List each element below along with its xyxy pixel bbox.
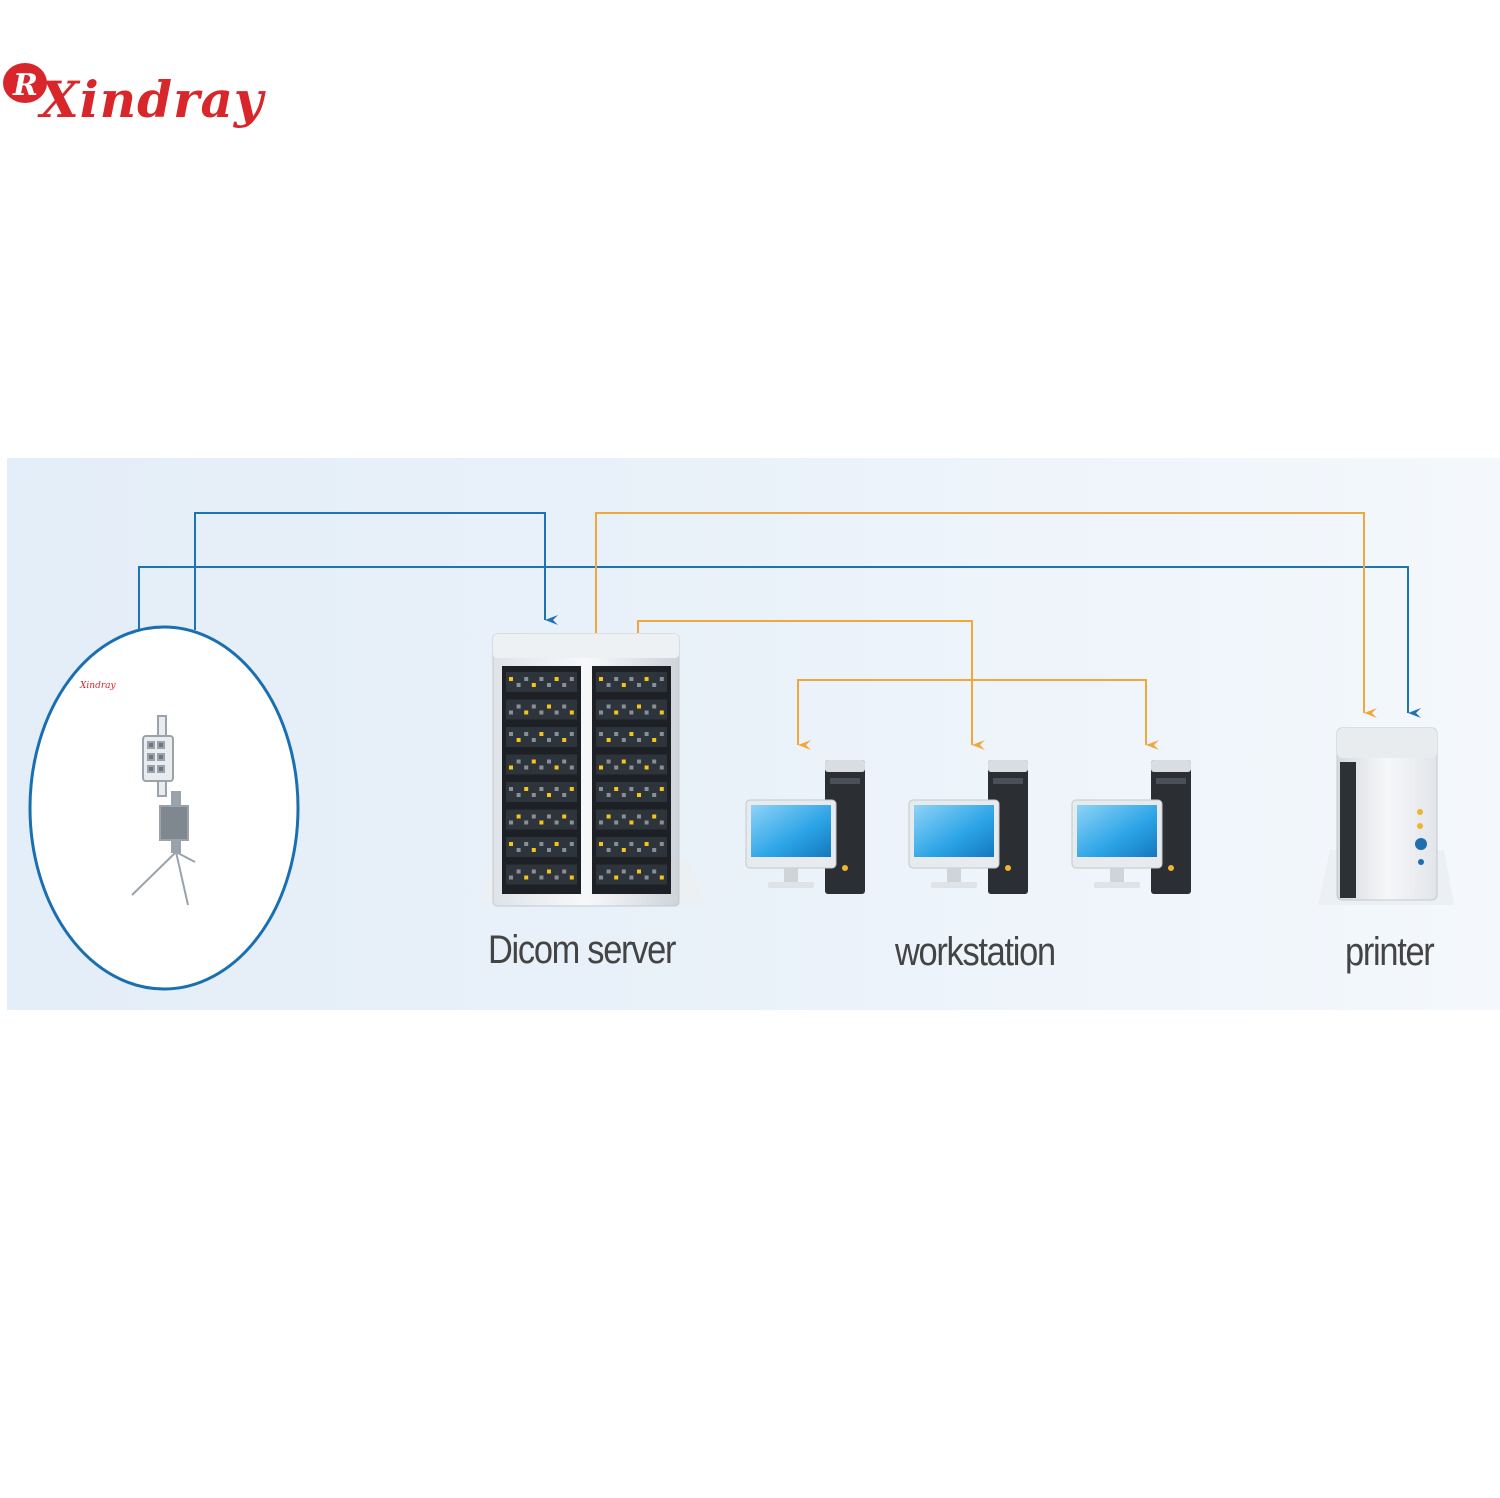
desktop-computer-icon <box>745 760 865 894</box>
logo-mark: R <box>12 68 38 103</box>
link-device-to-printer <box>138 566 1421 718</box>
brand-logo: R Xindray <box>0 55 310 145</box>
server-label: Dicom server <box>488 928 676 972</box>
link-server-to-workstation <box>637 620 985 750</box>
printer-icon <box>1318 727 1454 905</box>
desktop-computer-icon <box>1071 760 1191 894</box>
device-mini-logo: Xindray <box>79 681 117 691</box>
link-device-to-server <box>194 512 558 630</box>
logo-text: Xindray <box>37 70 266 129</box>
workstation-label: workstation <box>895 930 1056 974</box>
link-server-to-printer <box>595 512 1377 718</box>
server-rack-icon <box>480 633 704 907</box>
xray-device-node: Xindray <box>28 625 300 991</box>
printer-label: printer <box>1345 930 1435 974</box>
xray-machine-icon <box>131 715 196 906</box>
desktop-computer-icon <box>908 760 1028 894</box>
